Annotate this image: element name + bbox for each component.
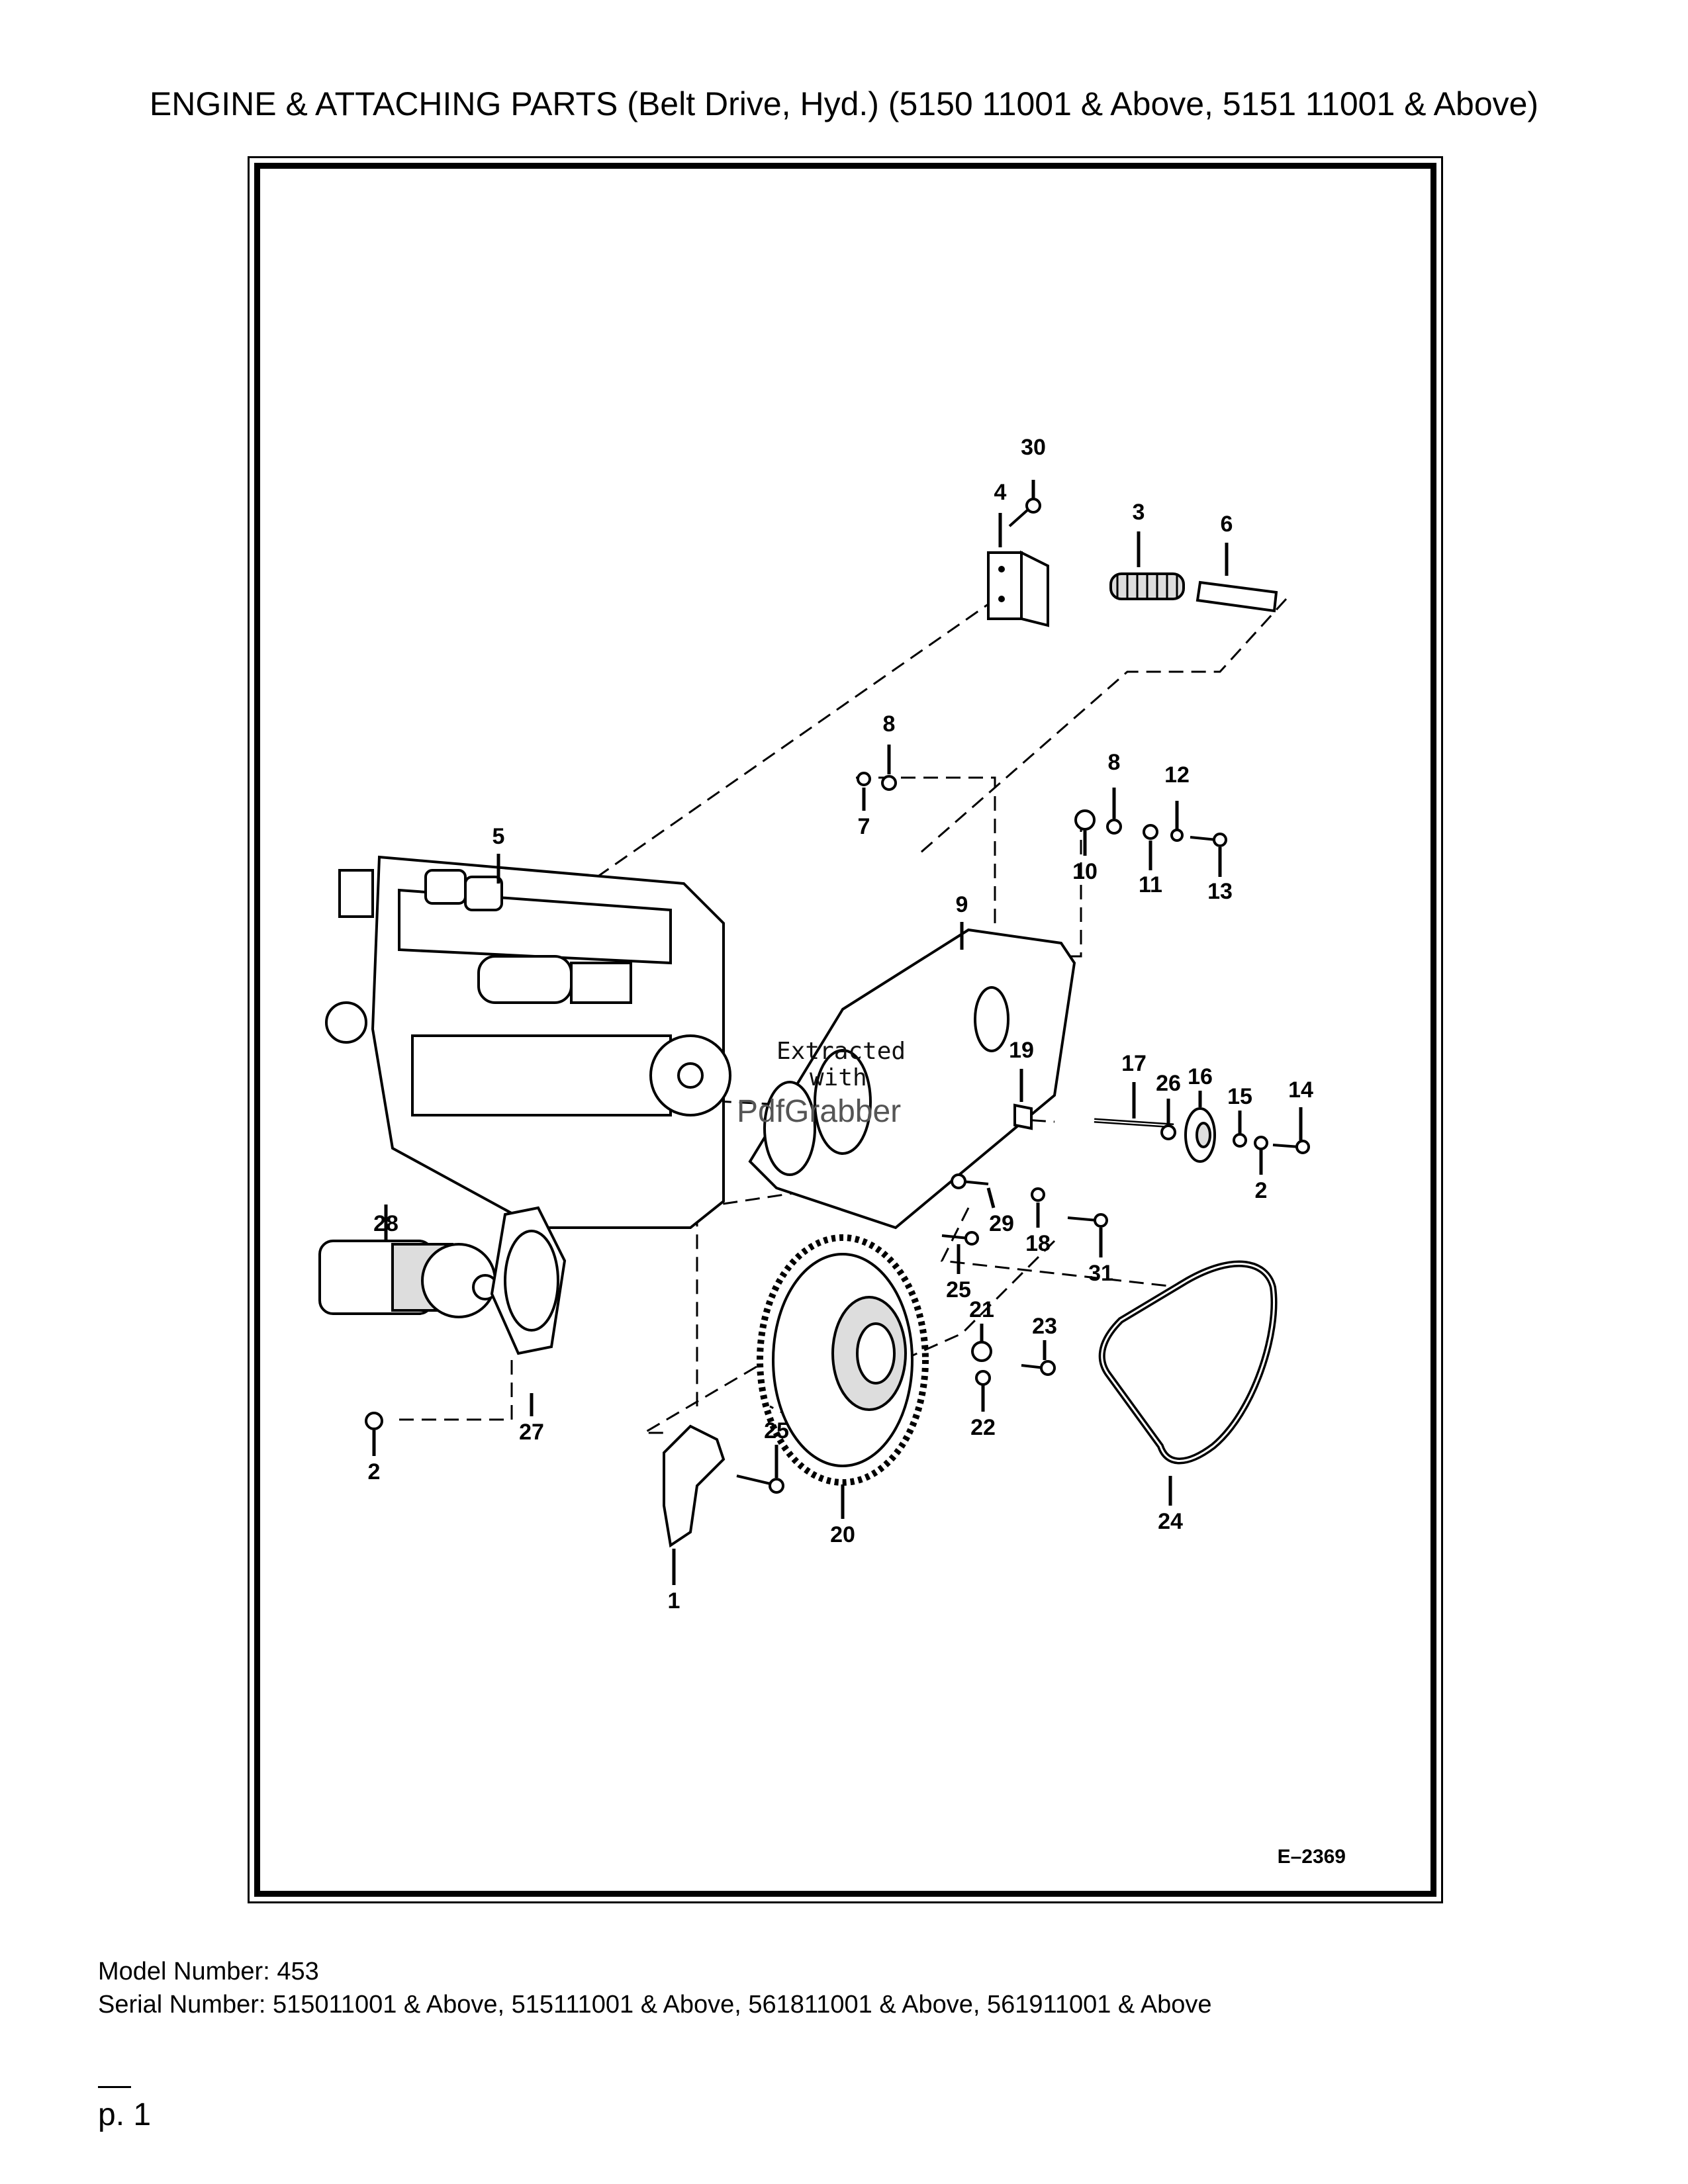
callout-17: 17 <box>1121 1051 1147 1076</box>
callout-10: 10 <box>1072 859 1098 884</box>
callout-1: 1 <box>668 1588 680 1614</box>
part-8-washer-right <box>1106 819 1122 835</box>
callout-22: 22 <box>970 1415 996 1440</box>
part-2-nut-left <box>365 1412 383 1430</box>
guide-line-pin <box>915 598 1288 858</box>
part-31-bolt <box>1067 1213 1108 1228</box>
guide-line-2 <box>399 1360 513 1421</box>
guide-line-1 <box>640 1365 757 1434</box>
page-title: ENGINE & ATTACHING PARTS (Belt Drive, Hy… <box>149 85 1539 122</box>
page-number-rule <box>98 2086 131 2088</box>
callout-25-lower: 25 <box>764 1418 789 1443</box>
part-29-bolt <box>951 1173 989 1189</box>
part-16-pulley <box>1184 1107 1216 1163</box>
callout-23: 23 <box>1032 1314 1057 1339</box>
callout-30: 30 <box>1021 435 1046 460</box>
guide-line-29 <box>940 1207 1181 1289</box>
callout-28: 28 <box>373 1211 399 1236</box>
part-12-lockwasher <box>1170 829 1184 842</box>
guide-line-7-8 <box>856 776 996 923</box>
callout-4: 4 <box>994 480 1007 505</box>
callout-16: 16 <box>1188 1064 1213 1089</box>
part-6-pin <box>1196 580 1278 613</box>
callout-25-upper: 25 <box>946 1277 971 1302</box>
part-10-spacer <box>1074 809 1096 831</box>
callout-8-right: 8 <box>1108 750 1121 775</box>
page-number: p. 1 <box>98 2097 152 2132</box>
part-23-bolt <box>1021 1360 1056 1376</box>
part-24-belt <box>1098 1260 1278 1465</box>
callout-31: 31 <box>1088 1261 1113 1286</box>
part-26-spacer <box>1160 1124 1176 1140</box>
callout-7: 7 <box>858 814 870 839</box>
part-28-starter <box>318 1240 498 1318</box>
part-14-bolt <box>1272 1140 1310 1154</box>
guide-line-10 <box>1041 817 1082 958</box>
watermark-line-2: with <box>810 1064 867 1091</box>
callout-2-left: 2 <box>368 1459 381 1484</box>
part-22-washer <box>975 1370 991 1386</box>
callout-26: 26 <box>1156 1071 1181 1096</box>
callout-19: 19 <box>1009 1038 1034 1063</box>
callout-5: 5 <box>492 824 505 849</box>
part-11-washer <box>1143 824 1158 840</box>
callout-3: 3 <box>1133 500 1145 525</box>
part-4-bracket <box>987 550 1049 627</box>
serial-number: Serial Number: 515011001 & Above, 515111… <box>98 1991 1212 2019</box>
callout-27: 27 <box>519 1420 544 1445</box>
part-18-nut <box>1031 1187 1045 1202</box>
callout-9: 9 <box>956 892 968 917</box>
diagram-frame-outer <box>248 156 1443 1903</box>
callout-2-right: 2 <box>1255 1178 1268 1203</box>
callout-8-upper: 8 <box>883 711 896 737</box>
callout-20: 20 <box>830 1522 855 1547</box>
callout-29: 29 <box>989 1211 1014 1236</box>
watermark-line-3: PdfGrabber <box>737 1094 901 1129</box>
exploded-parts-diagram: 30 4 3 6 8 7 8 12 10 11 13 5 9 19 17 26 … <box>260 169 1430 1891</box>
callout-15: 15 <box>1227 1084 1252 1109</box>
callout-14: 14 <box>1288 1077 1313 1103</box>
watermark-line-1: Extracted <box>776 1038 906 1065</box>
callout-6: 6 <box>1221 512 1233 537</box>
callout-12: 12 <box>1164 762 1190 788</box>
part-17-shaft <box>1094 1118 1174 1128</box>
leader-29 <box>986 1187 996 1208</box>
guide-line-bracket <box>511 584 1015 938</box>
figure-code: E–2369 <box>1278 1846 1346 1868</box>
callout-13: 13 <box>1207 879 1233 904</box>
part-7-nut <box>857 772 871 786</box>
part-20-pulley <box>757 1234 929 1486</box>
part-1-bracket <box>663 1424 726 1548</box>
model-number: Model Number: 453 <box>98 1958 319 1985</box>
callout-21: 21 <box>969 1297 994 1322</box>
part-25-bolt-lower <box>736 1475 784 1494</box>
part-27-adapter <box>490 1206 567 1355</box>
part-2-nut-right <box>1254 1136 1268 1150</box>
part-21-washer <box>971 1341 992 1362</box>
callout-24: 24 <box>1158 1509 1183 1534</box>
part-8-washer-upper <box>881 775 897 791</box>
part-25-bolt-upper <box>941 1231 979 1246</box>
part-5-engine <box>325 855 731 1229</box>
part-13-bolt <box>1190 833 1227 847</box>
callout-18: 18 <box>1025 1231 1051 1256</box>
callout-11: 11 <box>1139 872 1162 897</box>
part-15-washer <box>1233 1133 1247 1148</box>
part-3-spring <box>1109 572 1185 600</box>
part-30-bolt <box>1008 498 1041 527</box>
part-9-plate <box>748 928 1076 1230</box>
part-19-bracket <box>1013 1103 1033 1130</box>
